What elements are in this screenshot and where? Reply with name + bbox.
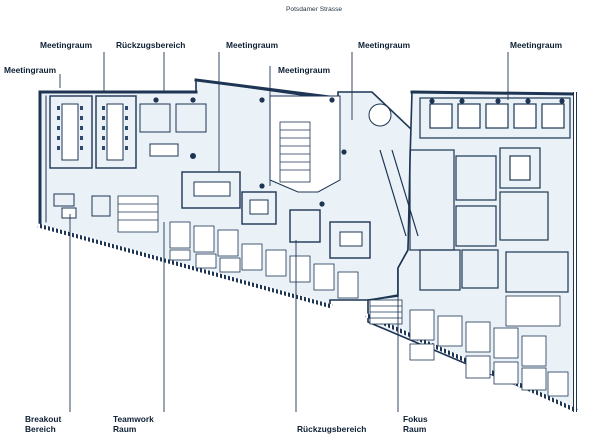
breakout-area: [53, 193, 111, 219]
meetingroom-left: [49, 95, 93, 169]
label-teamwork-line2: Raum: [113, 424, 137, 434]
label-meetingroom-top-1: Meetingraum: [40, 40, 93, 50]
street-label: Potsdamer Strasse: [286, 6, 343, 13]
label-focus: Fokus Raum: [403, 414, 428, 434]
meetingroom-center: [181, 171, 371, 259]
workstations-left: [169, 221, 359, 299]
label-teamwork: Teamwork Raum: [113, 414, 154, 434]
label-breakout-line2: Bereich: [25, 424, 56, 434]
label-meetingroom-top-4: Meetingraum: [510, 40, 563, 50]
workstations-right: [409, 295, 569, 397]
meetingroom-top-right: [419, 97, 571, 293]
label-retreat-bottom: Rückzugsbereich: [297, 424, 367, 434]
label-focus-line1: Fokus: [403, 414, 428, 424]
staircase: [117, 121, 403, 325]
label-meetingroom-left: Meetingraum: [4, 65, 57, 75]
core-services: [379, 149, 499, 291]
label-teamwork-line1: Teamwork: [113, 414, 154, 424]
columns: [153, 97, 565, 207]
label-retreat-top: Rückzugsbereich: [116, 40, 186, 50]
callout-lines: [59, 52, 509, 412]
label-focus-line2: Raum: [403, 424, 427, 434]
label-breakout: Breakout Bereich: [25, 414, 61, 434]
label-meetingroom-mid: Meetingraum: [278, 65, 331, 75]
label-breakout-line1: Breakout: [25, 414, 62, 424]
label-meetingroom-top-3: Meetingraum: [358, 40, 411, 50]
label-meetingroom-top-2: Meetingraum: [226, 40, 279, 50]
meetingroom-top-1: [95, 95, 137, 169]
exterior-walls: [37, 78, 578, 413]
retreat-area-top: [139, 103, 207, 159]
